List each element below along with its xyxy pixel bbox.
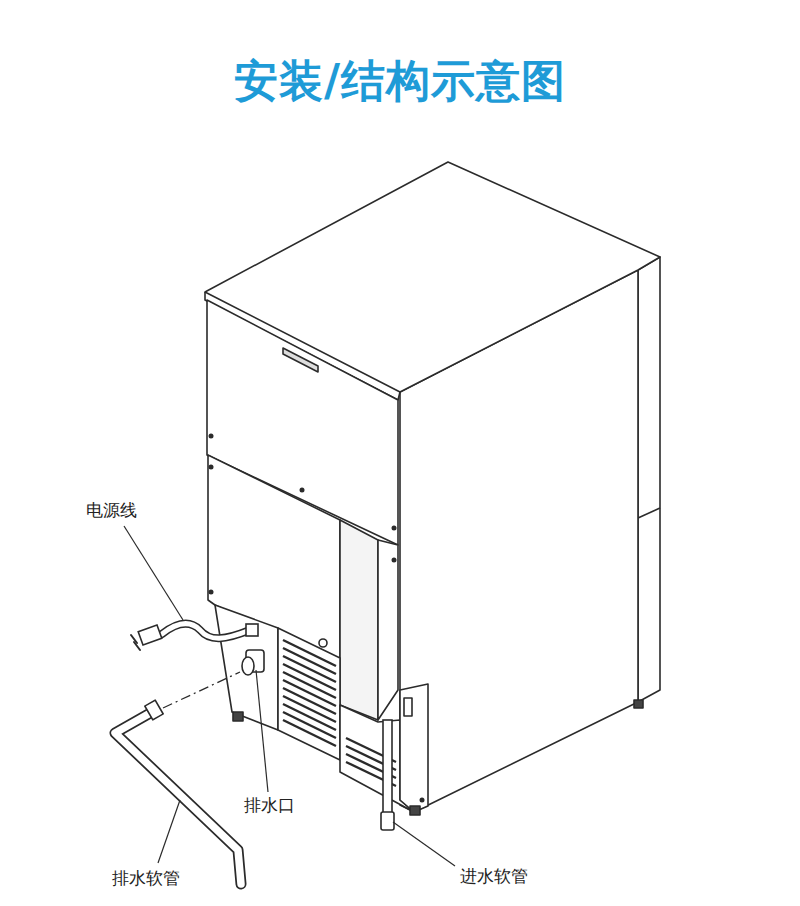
column — [340, 520, 378, 720]
side-plate — [638, 257, 660, 702]
grille-frame — [278, 628, 340, 760]
power-cord — [131, 624, 258, 650]
alignment-line — [163, 672, 240, 708]
base-left — [215, 605, 278, 730]
power-cord-label: 电源线 — [84, 500, 139, 520]
drain-fitting — [242, 650, 264, 675]
grille — [283, 640, 396, 786]
leg — [410, 806, 420, 815]
bracket-slot — [404, 698, 412, 716]
drain-hose-label: 排水软管 — [110, 868, 182, 888]
column-side — [378, 540, 398, 720]
leader-lines — [124, 526, 455, 866]
panel-hole — [319, 639, 327, 647]
leg — [634, 700, 643, 708]
plate-seam — [638, 508, 660, 518]
side-bracket — [400, 684, 428, 812]
leg — [233, 712, 243, 721]
panel-handle — [283, 348, 318, 372]
inlet-hose-label: 进水软管 — [458, 866, 530, 886]
title: 安装/结构示意图 — [234, 52, 566, 111]
drain-outlet-label: 排水口 — [242, 795, 297, 815]
drain-hose — [115, 700, 241, 884]
inlet-hose — [381, 720, 394, 830]
